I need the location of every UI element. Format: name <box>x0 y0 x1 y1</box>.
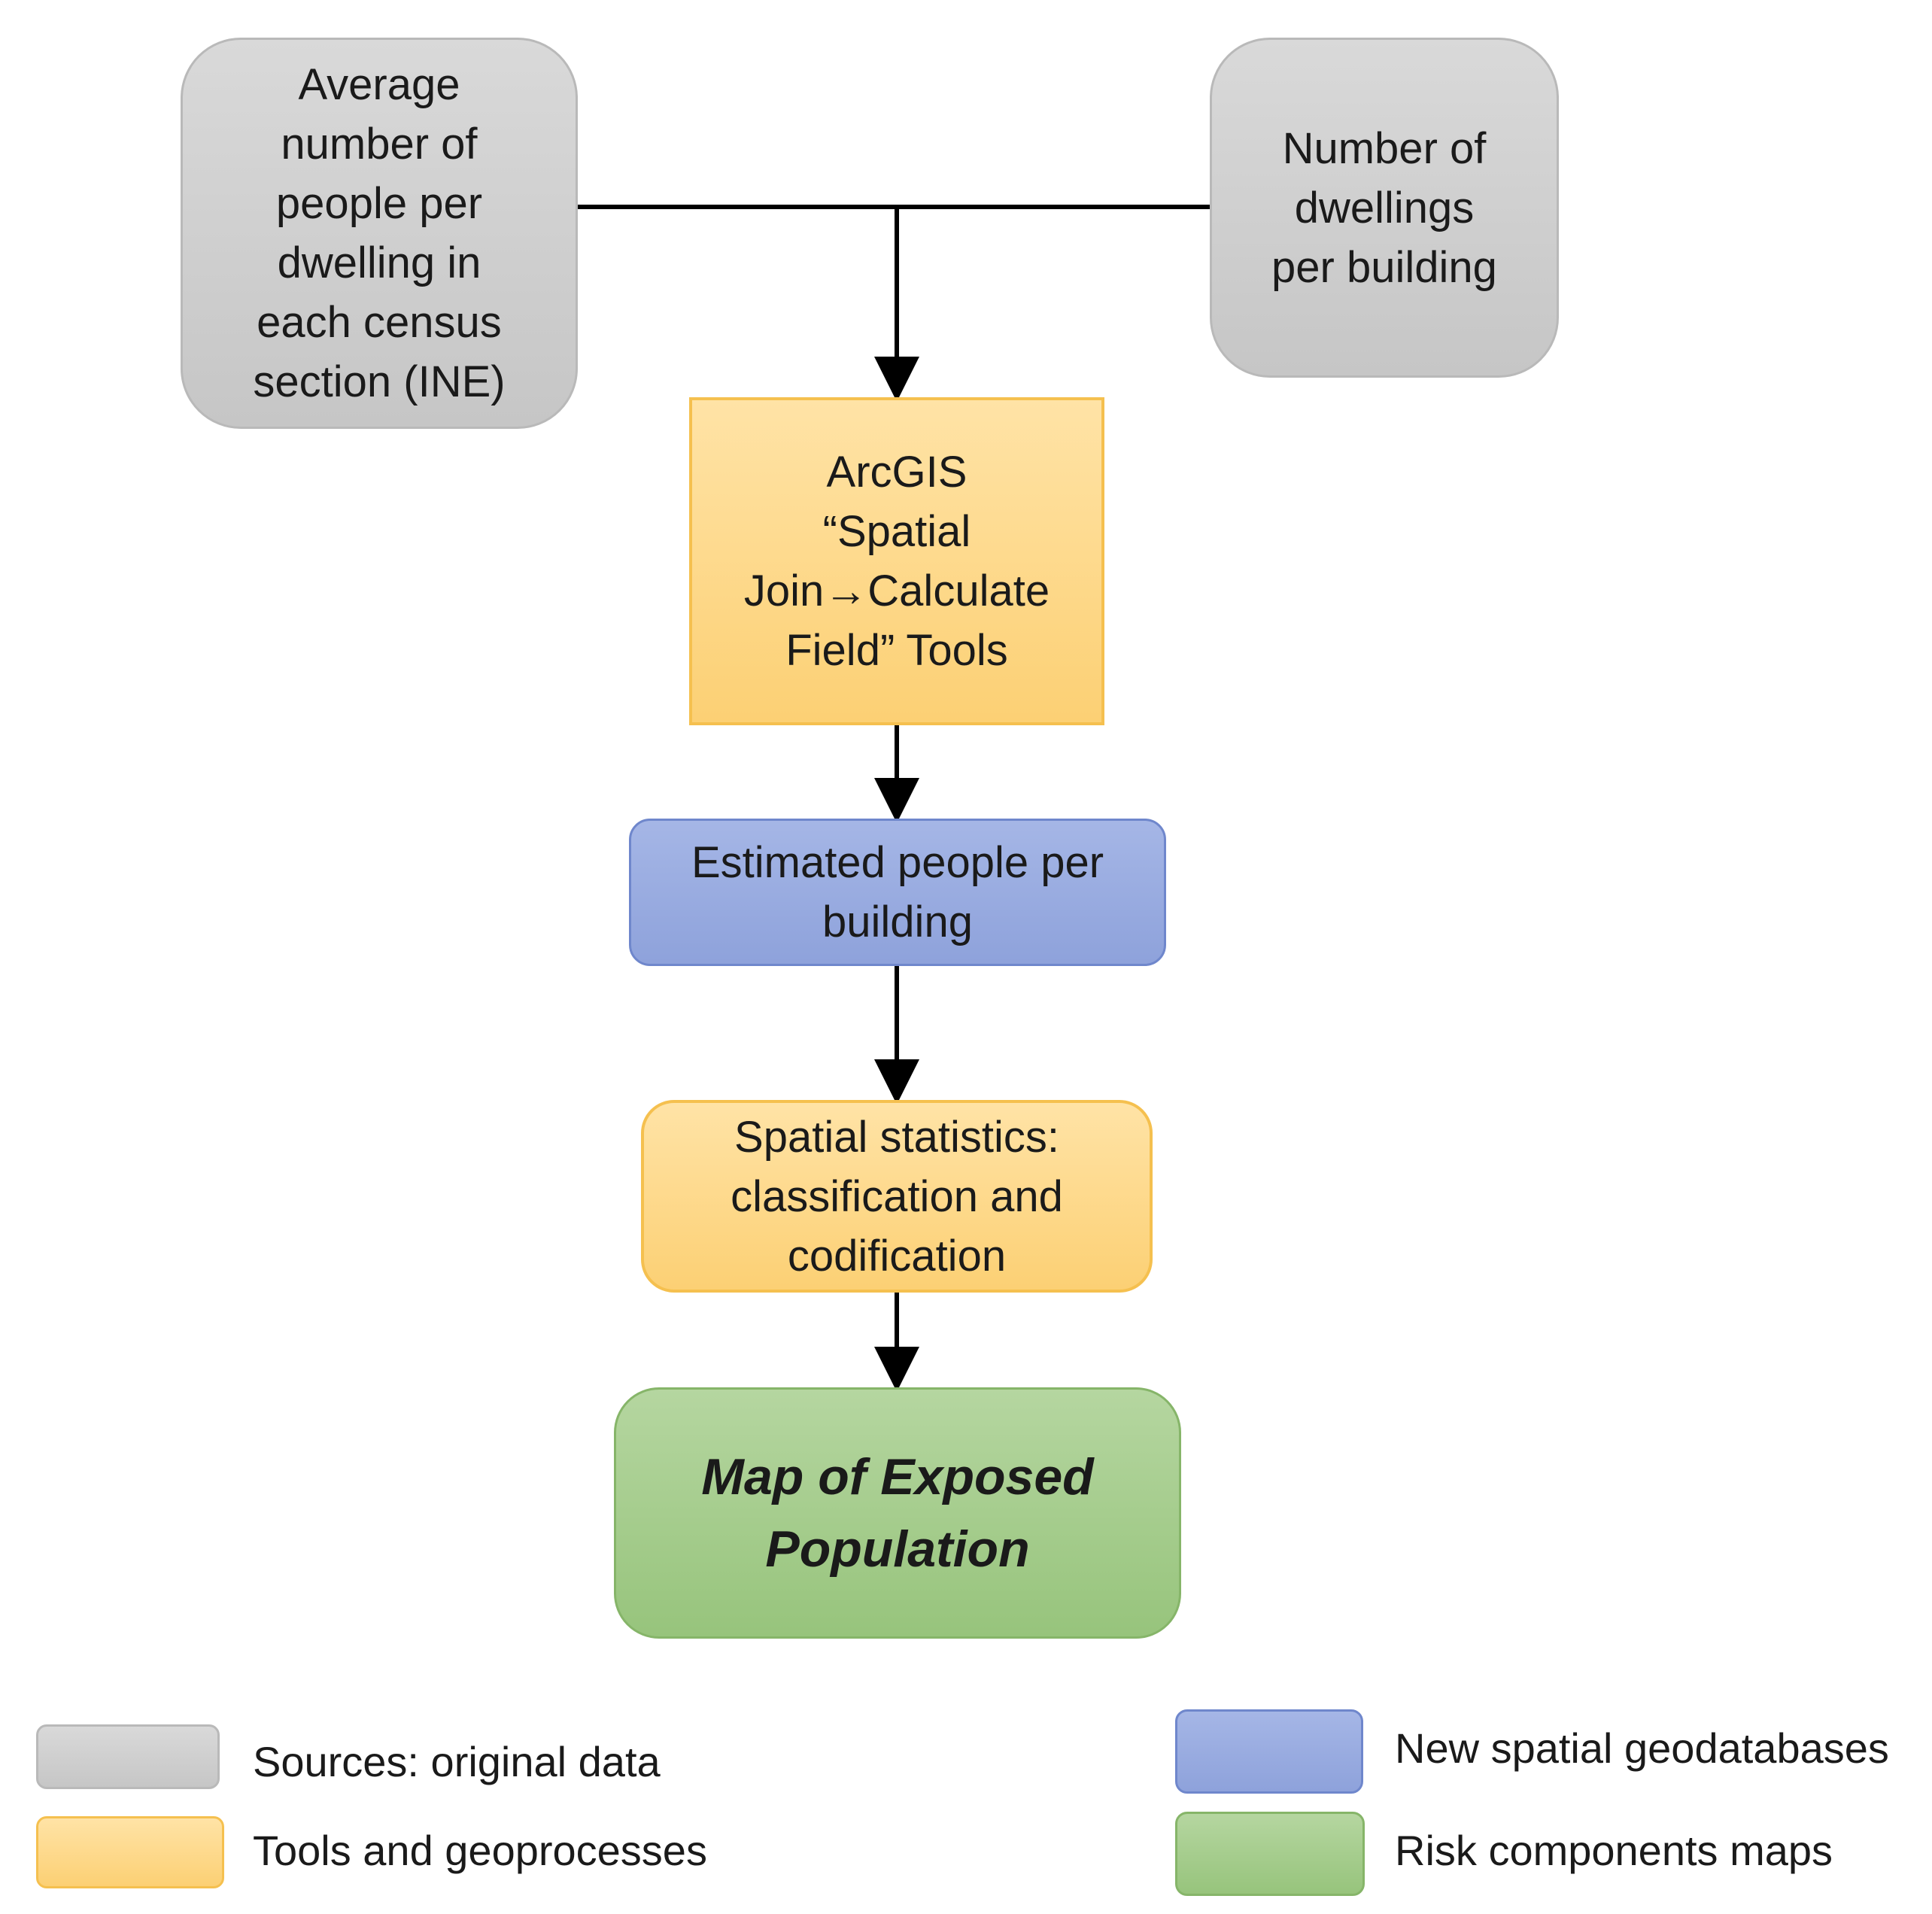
legend-swatch-tools <box>36 1816 224 1888</box>
legend-swatch-sources <box>36 1724 220 1789</box>
node-arcgis-tools: ArcGIS “Spatial Join→Calculate Field” To… <box>689 397 1104 725</box>
node-label: Estimated people per building <box>691 838 1104 946</box>
legend-swatch-maps <box>1175 1812 1365 1896</box>
node-map-of-exposed-population: Map of Exposed Population <box>614 1387 1181 1639</box>
node-average-people-per-dwelling: Average number of people per dwelling in… <box>181 38 578 429</box>
node-label: Average number of people per dwelling in… <box>253 60 506 406</box>
node-label: Number of dwellings per building <box>1271 123 1497 292</box>
legend-label-databases: New spatial geodatabases <box>1395 1724 1889 1772</box>
legend-swatch-databases <box>1175 1709 1363 1794</box>
node-spatial-statistics: Spatial statistics: classification and c… <box>641 1100 1153 1293</box>
legend-label-sources: Sources: original data <box>253 1738 661 1785</box>
node-label: Map of Exposed Population <box>701 1448 1094 1578</box>
node-estimated-people-per-building: Estimated people per building <box>629 819 1166 966</box>
legend-label-maps: Risk components maps <box>1395 1827 1833 1874</box>
node-dwellings-per-building: Number of dwellings per building <box>1210 38 1559 378</box>
node-label: ArcGIS “Spatial Join→Calculate Field” To… <box>743 448 1050 675</box>
legend-label-tools: Tools and geoprocesses <box>253 1827 707 1874</box>
node-label: Spatial statistics: classification and c… <box>731 1112 1063 1281</box>
